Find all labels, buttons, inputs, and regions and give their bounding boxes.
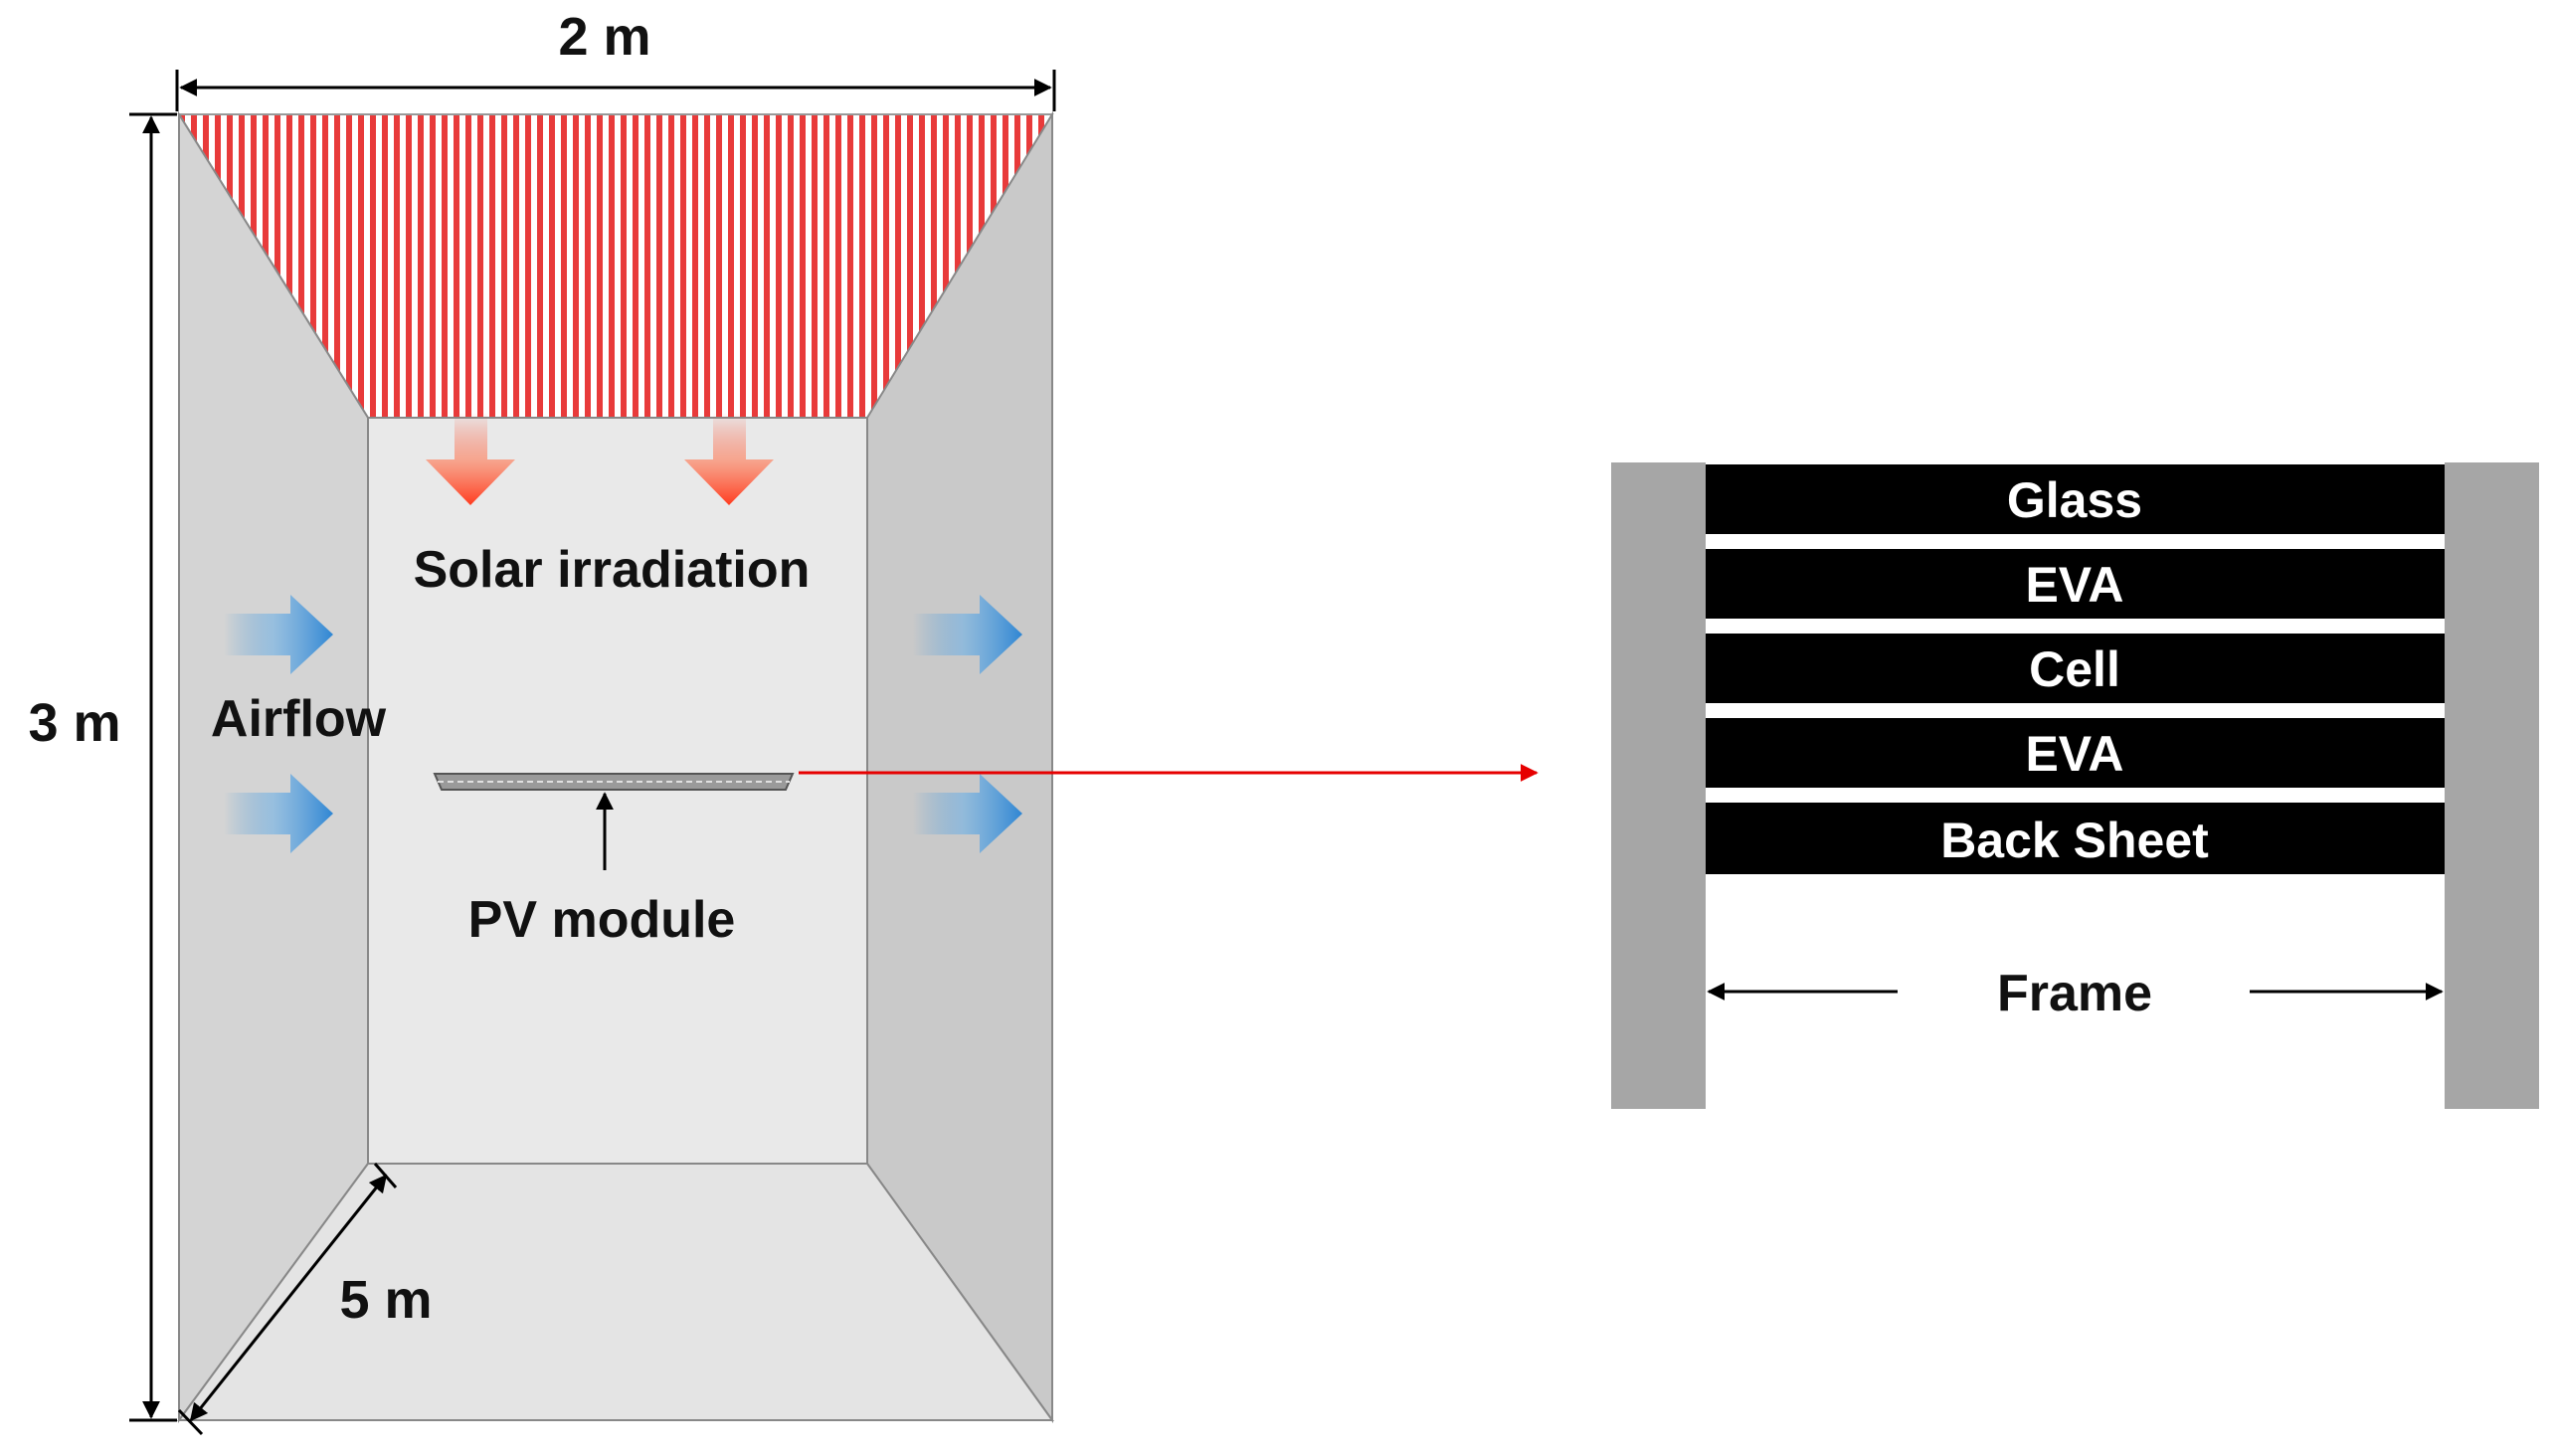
pv-module (433, 773, 795, 870)
depth-dimension (189, 1174, 388, 1422)
layer-cell (1706, 634, 2445, 703)
frame-left (1611, 462, 1706, 1109)
solar-arrow-icon (684, 413, 774, 505)
pv-module-shape (433, 773, 795, 791)
frame-label: Frame (1997, 965, 2152, 1022)
frame-right (2445, 462, 2539, 1109)
layer-glass (1706, 464, 2445, 534)
depth-label: 5 m (339, 1270, 432, 1330)
airflow-arrow-icon (913, 595, 1022, 674)
airflow-arrow-icon (224, 774, 333, 853)
solar-arrow-icon (426, 413, 515, 505)
layer-eva-top (1706, 549, 2445, 619)
layer-back-sheet (1706, 803, 2445, 874)
airflow-arrow-icon (224, 595, 333, 674)
airflow-arrow-icon (913, 774, 1022, 853)
airflow-label: Airflow (211, 690, 387, 748)
solar-arrows (426, 413, 774, 505)
width-label: 2 m (558, 7, 650, 67)
airflow-arrows (224, 595, 1022, 853)
layer-eva-bottom (1706, 718, 2445, 788)
layer-label: Back Sheet (1940, 813, 2209, 868)
layer-label: Cell (2029, 641, 2120, 697)
height-label: 3 m (28, 693, 120, 753)
layer-label: EVA (2025, 557, 2123, 613)
solar-irradiation-label: Solar irradiation (414, 541, 811, 599)
layer-label: EVA (2025, 726, 2123, 782)
module-cross-section: Glass EVA Cell EVA Back Sheet Frame (1611, 462, 2539, 1109)
layer-label: Glass (2007, 472, 2142, 528)
chamber (177, 110, 1054, 1424)
dimension-lines (129, 70, 1056, 1436)
pv-module-label: PV module (468, 891, 736, 949)
